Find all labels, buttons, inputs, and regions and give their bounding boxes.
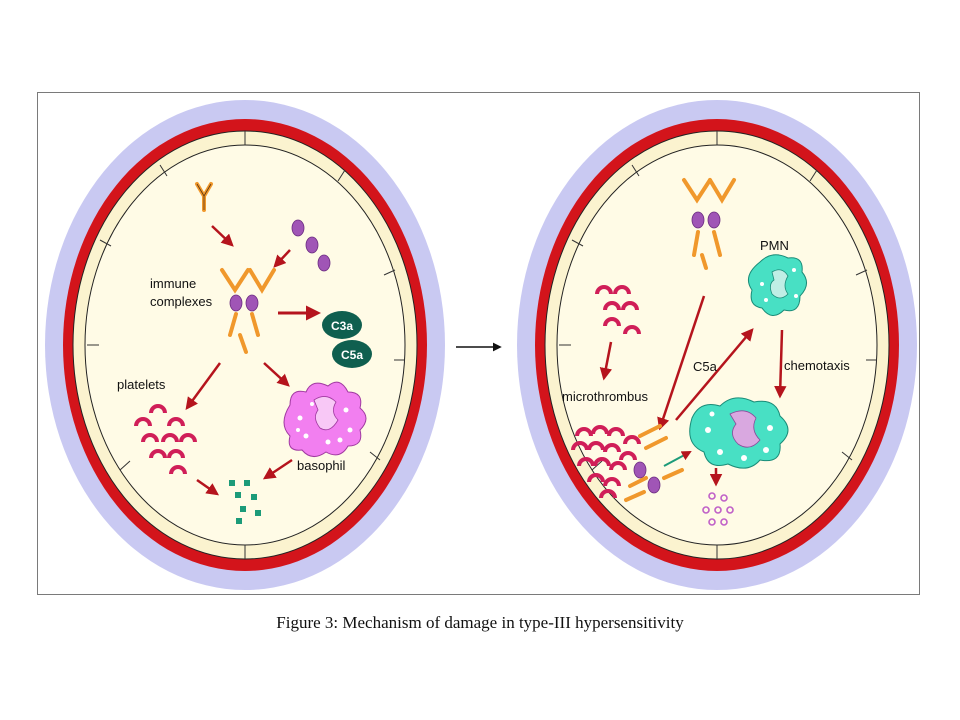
- left-arrow-platelets-to-mediators: [196, 478, 220, 496]
- immune-complexes-line1: immune: [150, 276, 196, 291]
- right-arrow-chemotaxis: [774, 329, 787, 399]
- right-vessel: [517, 100, 917, 590]
- left-mediators: [229, 480, 261, 524]
- c5a-badge: C5a: [332, 340, 372, 368]
- immune-complex-icon: [220, 268, 276, 354]
- left-arrow-beads-to-complex: [273, 249, 291, 268]
- microthrombus-label: microthrombus: [562, 389, 648, 404]
- right-arrow-complex-to-deposit: [657, 295, 706, 431]
- immune-complexes-line2: complexes: [150, 294, 213, 309]
- c5a-right-label: C5a: [693, 359, 718, 374]
- left-arrow-antibody-to-complex: [211, 225, 234, 247]
- left-arrow-to-platelets: [185, 362, 222, 411]
- right-arrow-platelets-to-thrombus: [599, 341, 613, 381]
- pmn-cell-icon: [747, 254, 807, 316]
- right-immune-complex-icon: [682, 178, 736, 270]
- c3a-badge: C3a: [322, 311, 362, 339]
- figure-caption: Figure 3: Mechanism of damage in type-II…: [276, 613, 684, 632]
- basophil-label: basophil: [297, 458, 346, 473]
- immune-complexes-label: immune complexes: [150, 276, 213, 309]
- pmn-label: PMN: [760, 238, 789, 253]
- left-cell-junctions: [87, 131, 405, 559]
- basophil-icon: [283, 381, 367, 457]
- left-arrow-to-basophil: [263, 362, 290, 387]
- left-arrow-basophil-to-mediators: [262, 458, 293, 480]
- activated-neutrophil-icon: [689, 397, 789, 469]
- chemotaxis-label: chemotaxis: [784, 358, 850, 373]
- right-arrow-c5a-to-pmn: [675, 328, 754, 421]
- c3a-label: C3a: [331, 319, 353, 333]
- c5a-label: C5a: [341, 348, 363, 362]
- released-enzymes: [702, 492, 734, 526]
- platelets-label: platelets: [117, 377, 166, 392]
- deposited-immune-complexes: [624, 424, 692, 502]
- right-cell-junctions: [559, 131, 877, 559]
